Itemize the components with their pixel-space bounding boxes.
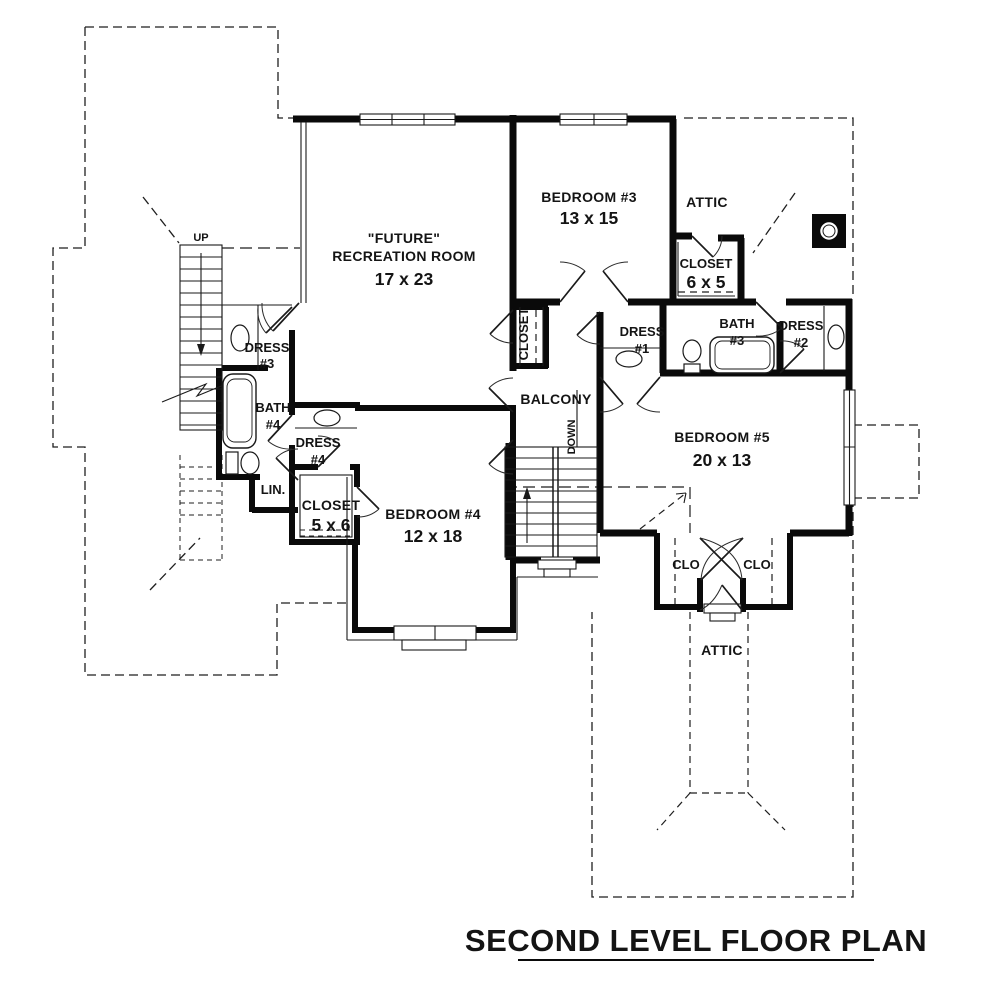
label-recreation-line1: "FUTURE" xyxy=(368,230,440,246)
door-closet-6x5 xyxy=(691,235,723,258)
fixtures xyxy=(222,214,846,475)
roofline-dashed-outline xyxy=(52,26,920,898)
bathtub-icon-bath3 xyxy=(709,336,775,374)
windows xyxy=(359,113,856,651)
label-recreation-dims: 17 x 23 xyxy=(375,269,434,289)
door-balcony-west-upper xyxy=(488,377,514,413)
window-bedroom5-right xyxy=(843,389,856,506)
door-bedroom3-double xyxy=(559,261,629,303)
label-closet5x6-name: CLOSET xyxy=(302,497,361,513)
label-balcony: BALCONY xyxy=(520,391,592,407)
door-dress2 xyxy=(779,340,805,374)
label-dress2-name: DRESS xyxy=(779,318,824,333)
label-closet-vertical: CLOSET xyxy=(516,308,531,361)
label-bedroom4-dims: 12 x 18 xyxy=(404,526,463,546)
attic-access-arrow xyxy=(639,492,687,530)
sink-icon-dress1 xyxy=(615,350,643,368)
label-bath3-num: #3 xyxy=(730,333,744,348)
door-linen xyxy=(275,448,299,481)
label-closet6x5-dims: 6 x 5 xyxy=(687,272,726,292)
label-closet6x5-name: CLOSET xyxy=(680,256,733,271)
sink-icon-dress2 xyxy=(827,324,845,350)
room-labels: UP "FUTURE" RECREATION ROOM 17 x 23 BEDR… xyxy=(193,189,823,658)
label-attic-top: ATTIC xyxy=(686,194,728,210)
label-dress1-num: #1 xyxy=(635,341,649,356)
doors-clo-cross xyxy=(699,537,744,611)
down-arrow-head xyxy=(523,487,531,499)
window-bedroom3-top xyxy=(559,113,628,126)
bathtub-icon-bath4 xyxy=(222,373,257,449)
sink-icon-dress3 xyxy=(230,324,250,352)
door-recreation xyxy=(261,302,300,332)
label-clo-left: CLO xyxy=(672,557,699,572)
up-arrow-head xyxy=(197,344,205,356)
label-lin: LIN. xyxy=(261,482,286,497)
door-balcony-closet xyxy=(489,309,514,344)
label-bedroom4-name: BEDROOM #4 xyxy=(385,506,481,522)
doors xyxy=(257,235,805,611)
label-bath3-name: BATH xyxy=(719,316,754,331)
label-clo-right: CLO xyxy=(743,557,770,572)
sink-icon-dress4 xyxy=(313,409,341,427)
label-attic-bottom: ATTIC xyxy=(701,642,743,658)
label-dress2-num: #2 xyxy=(794,335,808,350)
label-dress3-num: #3 xyxy=(260,356,274,371)
drawing-title-text: SECOND LEVEL FLOOR PLAN xyxy=(465,923,927,958)
label-down: DOWN xyxy=(566,420,578,455)
door-dress1 xyxy=(576,311,601,345)
window-recreation-top xyxy=(359,113,456,126)
bay-window-stair xyxy=(537,559,577,578)
label-dress4-name: DRESS xyxy=(296,435,341,450)
label-up: UP xyxy=(193,232,208,244)
door-bath4 xyxy=(267,414,293,450)
label-bath4-name: BATH xyxy=(255,400,290,415)
label-bedroom5-dims: 20 x 13 xyxy=(693,450,752,470)
toilet-icon-bath4 xyxy=(225,451,260,475)
threshold-closets xyxy=(703,603,742,622)
toilet-icon-bath3 xyxy=(682,339,702,374)
chimney-icon xyxy=(812,214,846,248)
label-bedroom5-name: BEDROOM #5 xyxy=(674,429,770,445)
door-balcony-west-lower xyxy=(488,439,514,475)
label-closet5x6-dims: 5 x 6 xyxy=(312,515,351,535)
label-dress1-name: DRESS xyxy=(620,324,665,339)
label-dress3-name: DRESS xyxy=(245,340,290,355)
exterior-walls xyxy=(216,115,853,633)
door-bedroom5-double xyxy=(599,376,661,413)
label-bedroom3-dims: 13 x 15 xyxy=(560,208,619,228)
label-bedroom3-name: BEDROOM #3 xyxy=(541,189,637,205)
bay-window-bedroom4 xyxy=(393,625,477,651)
door-hall-dress2 xyxy=(755,301,783,337)
label-dress4-num: #4 xyxy=(311,452,326,467)
drawing-title: SECOND LEVEL FLOOR PLAN xyxy=(465,923,927,961)
door-dress4 xyxy=(317,435,341,468)
door-dress3 xyxy=(257,306,293,334)
label-bath4-num: #4 xyxy=(266,417,281,432)
staircase-down xyxy=(504,446,598,558)
door-bedroom4 xyxy=(356,486,380,518)
label-recreation-line2: RECREATION ROOM xyxy=(332,248,475,264)
staircase-up xyxy=(161,244,244,431)
